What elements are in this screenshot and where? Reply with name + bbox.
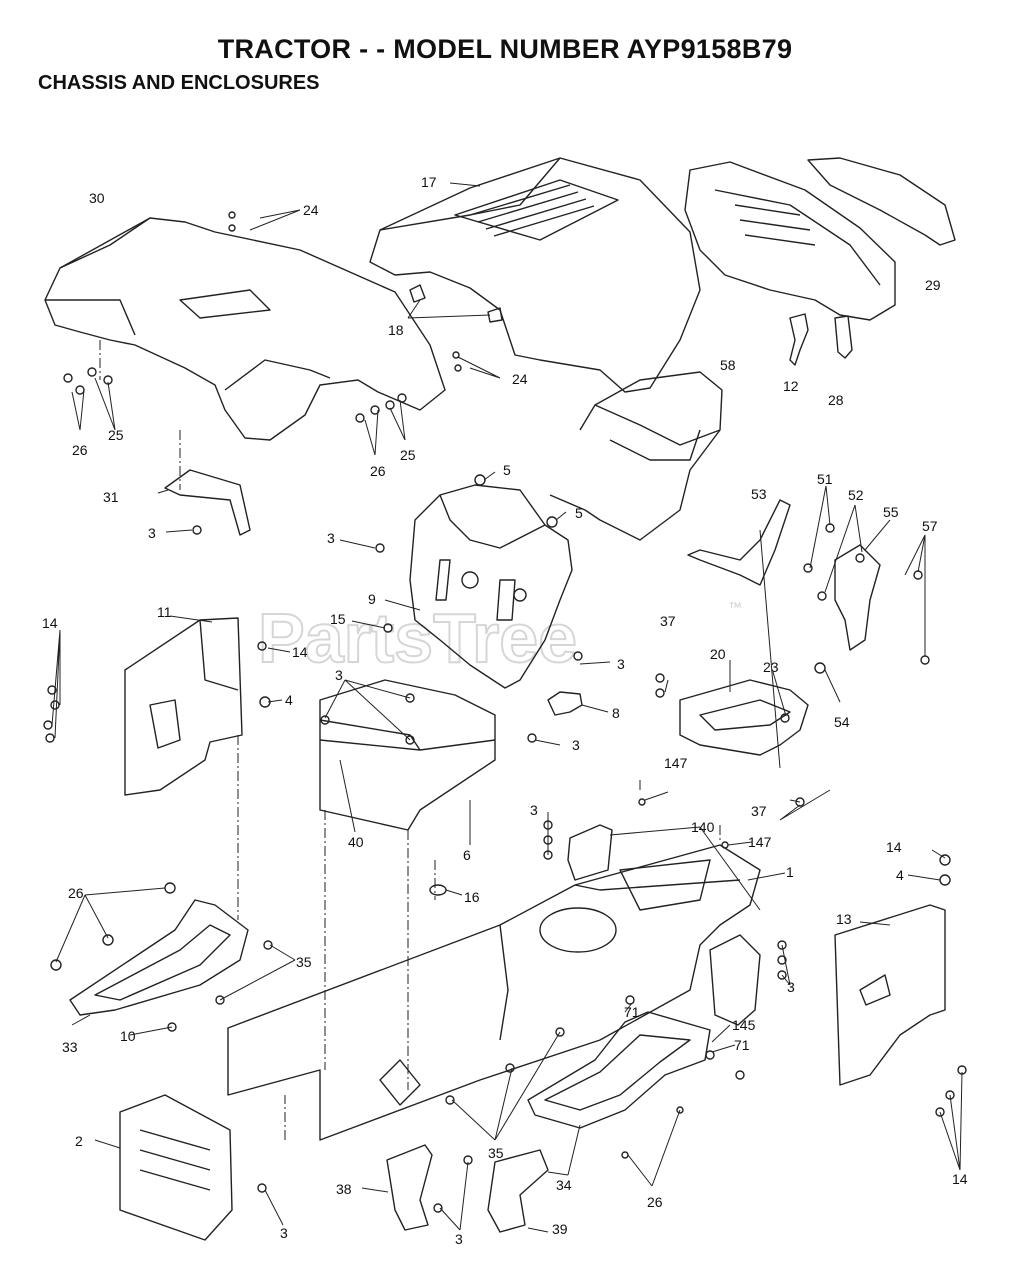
part-bracket-140[interactable] — [567, 824, 613, 881]
watermark-text: PartsTree — [258, 599, 577, 677]
callout-3: 3 — [148, 525, 156, 541]
page-title: TRACTOR - - MODEL NUMBER AYP9158B79 — [217, 34, 793, 64]
callout-55: 55 — [883, 504, 899, 520]
part-bracket-31[interactable] — [164, 469, 251, 536]
fastener-group — [43, 211, 967, 1213]
callout-29: 29 — [925, 277, 941, 293]
callout-16: 16 — [464, 889, 480, 905]
callout-17: 17 — [421, 174, 437, 190]
callout-145: 145 — [732, 1017, 756, 1033]
part-pan[interactable] — [549, 371, 723, 541]
callout-3: 3 — [327, 530, 335, 546]
callout-140: 140 — [691, 819, 715, 835]
part-bumper-16[interactable] — [429, 884, 447, 896]
callout-14: 14 — [292, 644, 308, 660]
callout-37: 37 — [660, 613, 676, 629]
callout-33: 33 — [62, 1039, 78, 1055]
callout-10: 10 — [120, 1028, 136, 1044]
leader-lines — [51, 182, 963, 1233]
part-hood[interactable] — [369, 157, 701, 393]
callout-26: 26 — [647, 1194, 663, 1210]
callout-3: 3 — [280, 1225, 288, 1241]
part-bracket-38[interactable] — [386, 1144, 433, 1231]
part-bracket-28[interactable] — [834, 315, 853, 359]
part-dash-panel[interactable] — [409, 484, 573, 689]
callout-23: 23 — [763, 659, 779, 675]
callout-38: 38 — [336, 1181, 352, 1197]
callout-34: 34 — [556, 1177, 572, 1193]
callout-35: 35 — [488, 1145, 504, 1161]
callout-2: 2 — [75, 1133, 83, 1149]
callout-18: 18 — [388, 322, 404, 338]
part-main-frame[interactable] — [227, 844, 761, 1141]
callout-52: 52 — [848, 487, 864, 503]
callout-3: 3 — [530, 802, 538, 818]
callout-labels: 30 24 17 29 18 24 12 28 58 26 25 26 25 5… — [42, 174, 968, 1247]
callout-3: 3 — [617, 656, 625, 672]
callout-1: 1 — [786, 864, 794, 880]
callout-3: 3 — [572, 737, 580, 753]
part-floor-plate[interactable] — [319, 679, 496, 831]
part-rear-panel[interactable] — [119, 1094, 233, 1241]
callout-24: 24 — [303, 202, 319, 218]
callout-147: 147 — [748, 834, 772, 850]
part-bracket-12[interactable] — [789, 313, 809, 366]
callout-24: 24 — [512, 371, 528, 387]
part-bracket-39[interactable] — [487, 1149, 549, 1233]
callout-53: 53 — [751, 486, 767, 502]
callout-4: 4 — [285, 692, 293, 708]
part-lever-53[interactable] — [687, 499, 791, 586]
callout-14: 14 — [42, 615, 58, 631]
callout-54: 54 — [834, 714, 850, 730]
callout-14: 14 — [952, 1171, 968, 1187]
callout-31: 31 — [103, 489, 119, 505]
callout-9: 9 — [368, 591, 376, 607]
callout-147: 147 — [664, 755, 688, 771]
callout-30: 30 — [89, 190, 105, 206]
part-right-bracket[interactable] — [709, 934, 761, 1026]
callout-20: 20 — [710, 646, 726, 662]
callout-37: 37 — [751, 803, 767, 819]
part-footrest-right[interactable] — [527, 1011, 711, 1129]
page-subtitle: CHASSIS AND ENCLOSURES — [38, 72, 320, 94]
part-grille-nose[interactable] — [684, 157, 956, 321]
callout-13: 13 — [836, 911, 852, 927]
callout-40: 40 — [348, 834, 364, 850]
part-clip-8[interactable] — [547, 691, 583, 716]
callout-58: 58 — [720, 357, 736, 373]
part-left-side-panel[interactable] — [124, 617, 243, 796]
watermark-tm: ™ — [728, 599, 742, 615]
part-lever-55[interactable] — [834, 544, 881, 651]
callout-8: 8 — [612, 705, 620, 721]
callout-51: 51 — [817, 471, 833, 487]
callout-26: 26 — [72, 442, 88, 458]
callout-26: 26 — [68, 885, 84, 901]
callout-3: 3 — [455, 1231, 463, 1247]
callout-26: 26 — [370, 463, 386, 479]
callout-11: 11 — [157, 604, 172, 620]
callout-3: 3 — [787, 979, 795, 995]
callout-14: 14 — [886, 839, 902, 855]
callout-3: 3 — [335, 667, 343, 683]
callout-71: 71 — [624, 1004, 640, 1020]
alignment-lines — [99, 340, 721, 1140]
part-footrest-left[interactable] — [69, 899, 249, 1016]
callout-39: 39 — [552, 1221, 568, 1237]
callout-28: 28 — [828, 392, 844, 408]
callout-12: 12 — [783, 378, 799, 394]
callout-6: 6 — [463, 847, 471, 863]
part-support-bracket[interactable] — [679, 679, 809, 756]
callout-57: 57 — [922, 518, 938, 534]
callout-35: 35 — [296, 954, 312, 970]
part-right-side-panel[interactable] — [834, 904, 946, 1086]
part-rear-fender[interactable] — [44, 217, 446, 441]
callout-15: 15 — [330, 611, 346, 627]
callout-4: 4 — [896, 867, 904, 883]
callout-71: 71 — [734, 1037, 750, 1053]
callout-5: 5 — [503, 462, 511, 478]
callout-25: 25 — [108, 427, 124, 443]
callout-5: 5 — [575, 505, 583, 521]
callout-25: 25 — [400, 447, 416, 463]
